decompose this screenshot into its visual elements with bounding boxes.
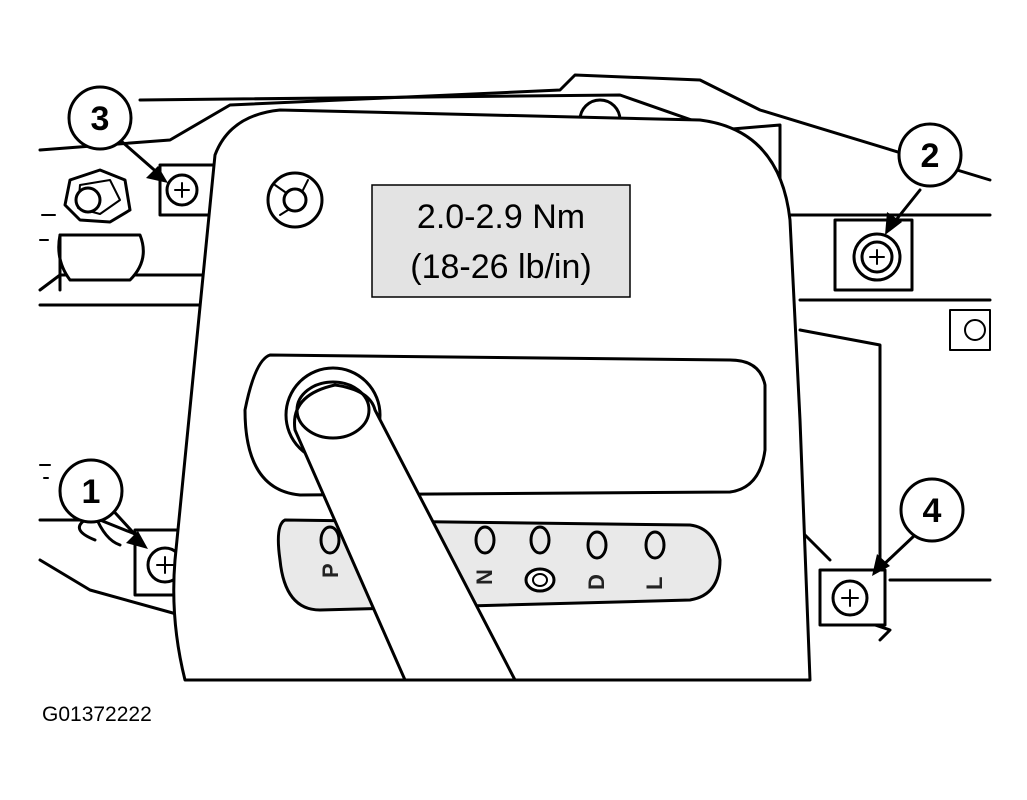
screw-4	[818, 568, 887, 627]
callout-3: 3	[67, 85, 133, 151]
callout-4-label: 4	[923, 492, 942, 530]
torque-spec-label: 2.0-2.9 Nm (18-26 lb/in)	[371, 184, 631, 298]
callout-1: 1	[58, 458, 124, 524]
callout-2: 2	[897, 122, 963, 188]
shift-lever	[284, 366, 517, 682]
callout-2-label: 2	[921, 137, 940, 175]
gear-l: L	[642, 577, 667, 590]
gear-n: N	[472, 569, 497, 585]
callout-3-label: 3	[91, 100, 110, 138]
torque-imperial: (18-26 lb/in)	[410, 248, 591, 286]
left-hex-nut	[57, 168, 145, 292]
gear-d: D	[584, 574, 609, 590]
callout-1-label: 1	[82, 473, 101, 511]
torque-metric: 2.0-2.9 Nm	[417, 198, 585, 236]
screw-2	[833, 218, 914, 292]
callout-4: 4	[899, 477, 965, 543]
figure-id: G01372222	[42, 703, 152, 726]
screw-3	[158, 163, 217, 217]
gear-p: P	[318, 563, 343, 578]
